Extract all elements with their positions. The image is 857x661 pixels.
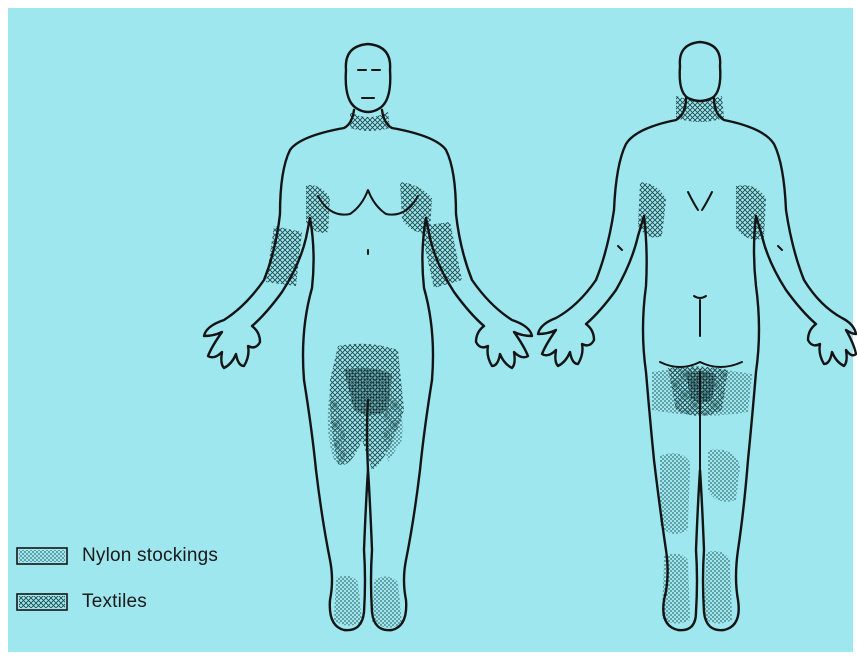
legend-label-textiles: Textiles: [82, 591, 147, 613]
legend: Nylon stockings Textiles: [16, 538, 336, 628]
front-left-foot-nylon: [372, 576, 402, 627]
legend-label-nylon: Nylon stockings: [82, 545, 218, 567]
legend-item-textiles: Textiles: [16, 590, 147, 614]
back-left-foot-nylon: [704, 551, 732, 624]
back-right-calf-nylon: [660, 453, 690, 534]
back-left-calf-nylon: [708, 449, 740, 501]
legend-item-nylon: Nylon stockings: [16, 544, 218, 568]
nylon-swatch: [16, 547, 68, 565]
front-right-foot-nylon: [334, 576, 362, 626]
front-crotch: [367, 400, 368, 470]
textiles-swatch: [16, 593, 68, 611]
